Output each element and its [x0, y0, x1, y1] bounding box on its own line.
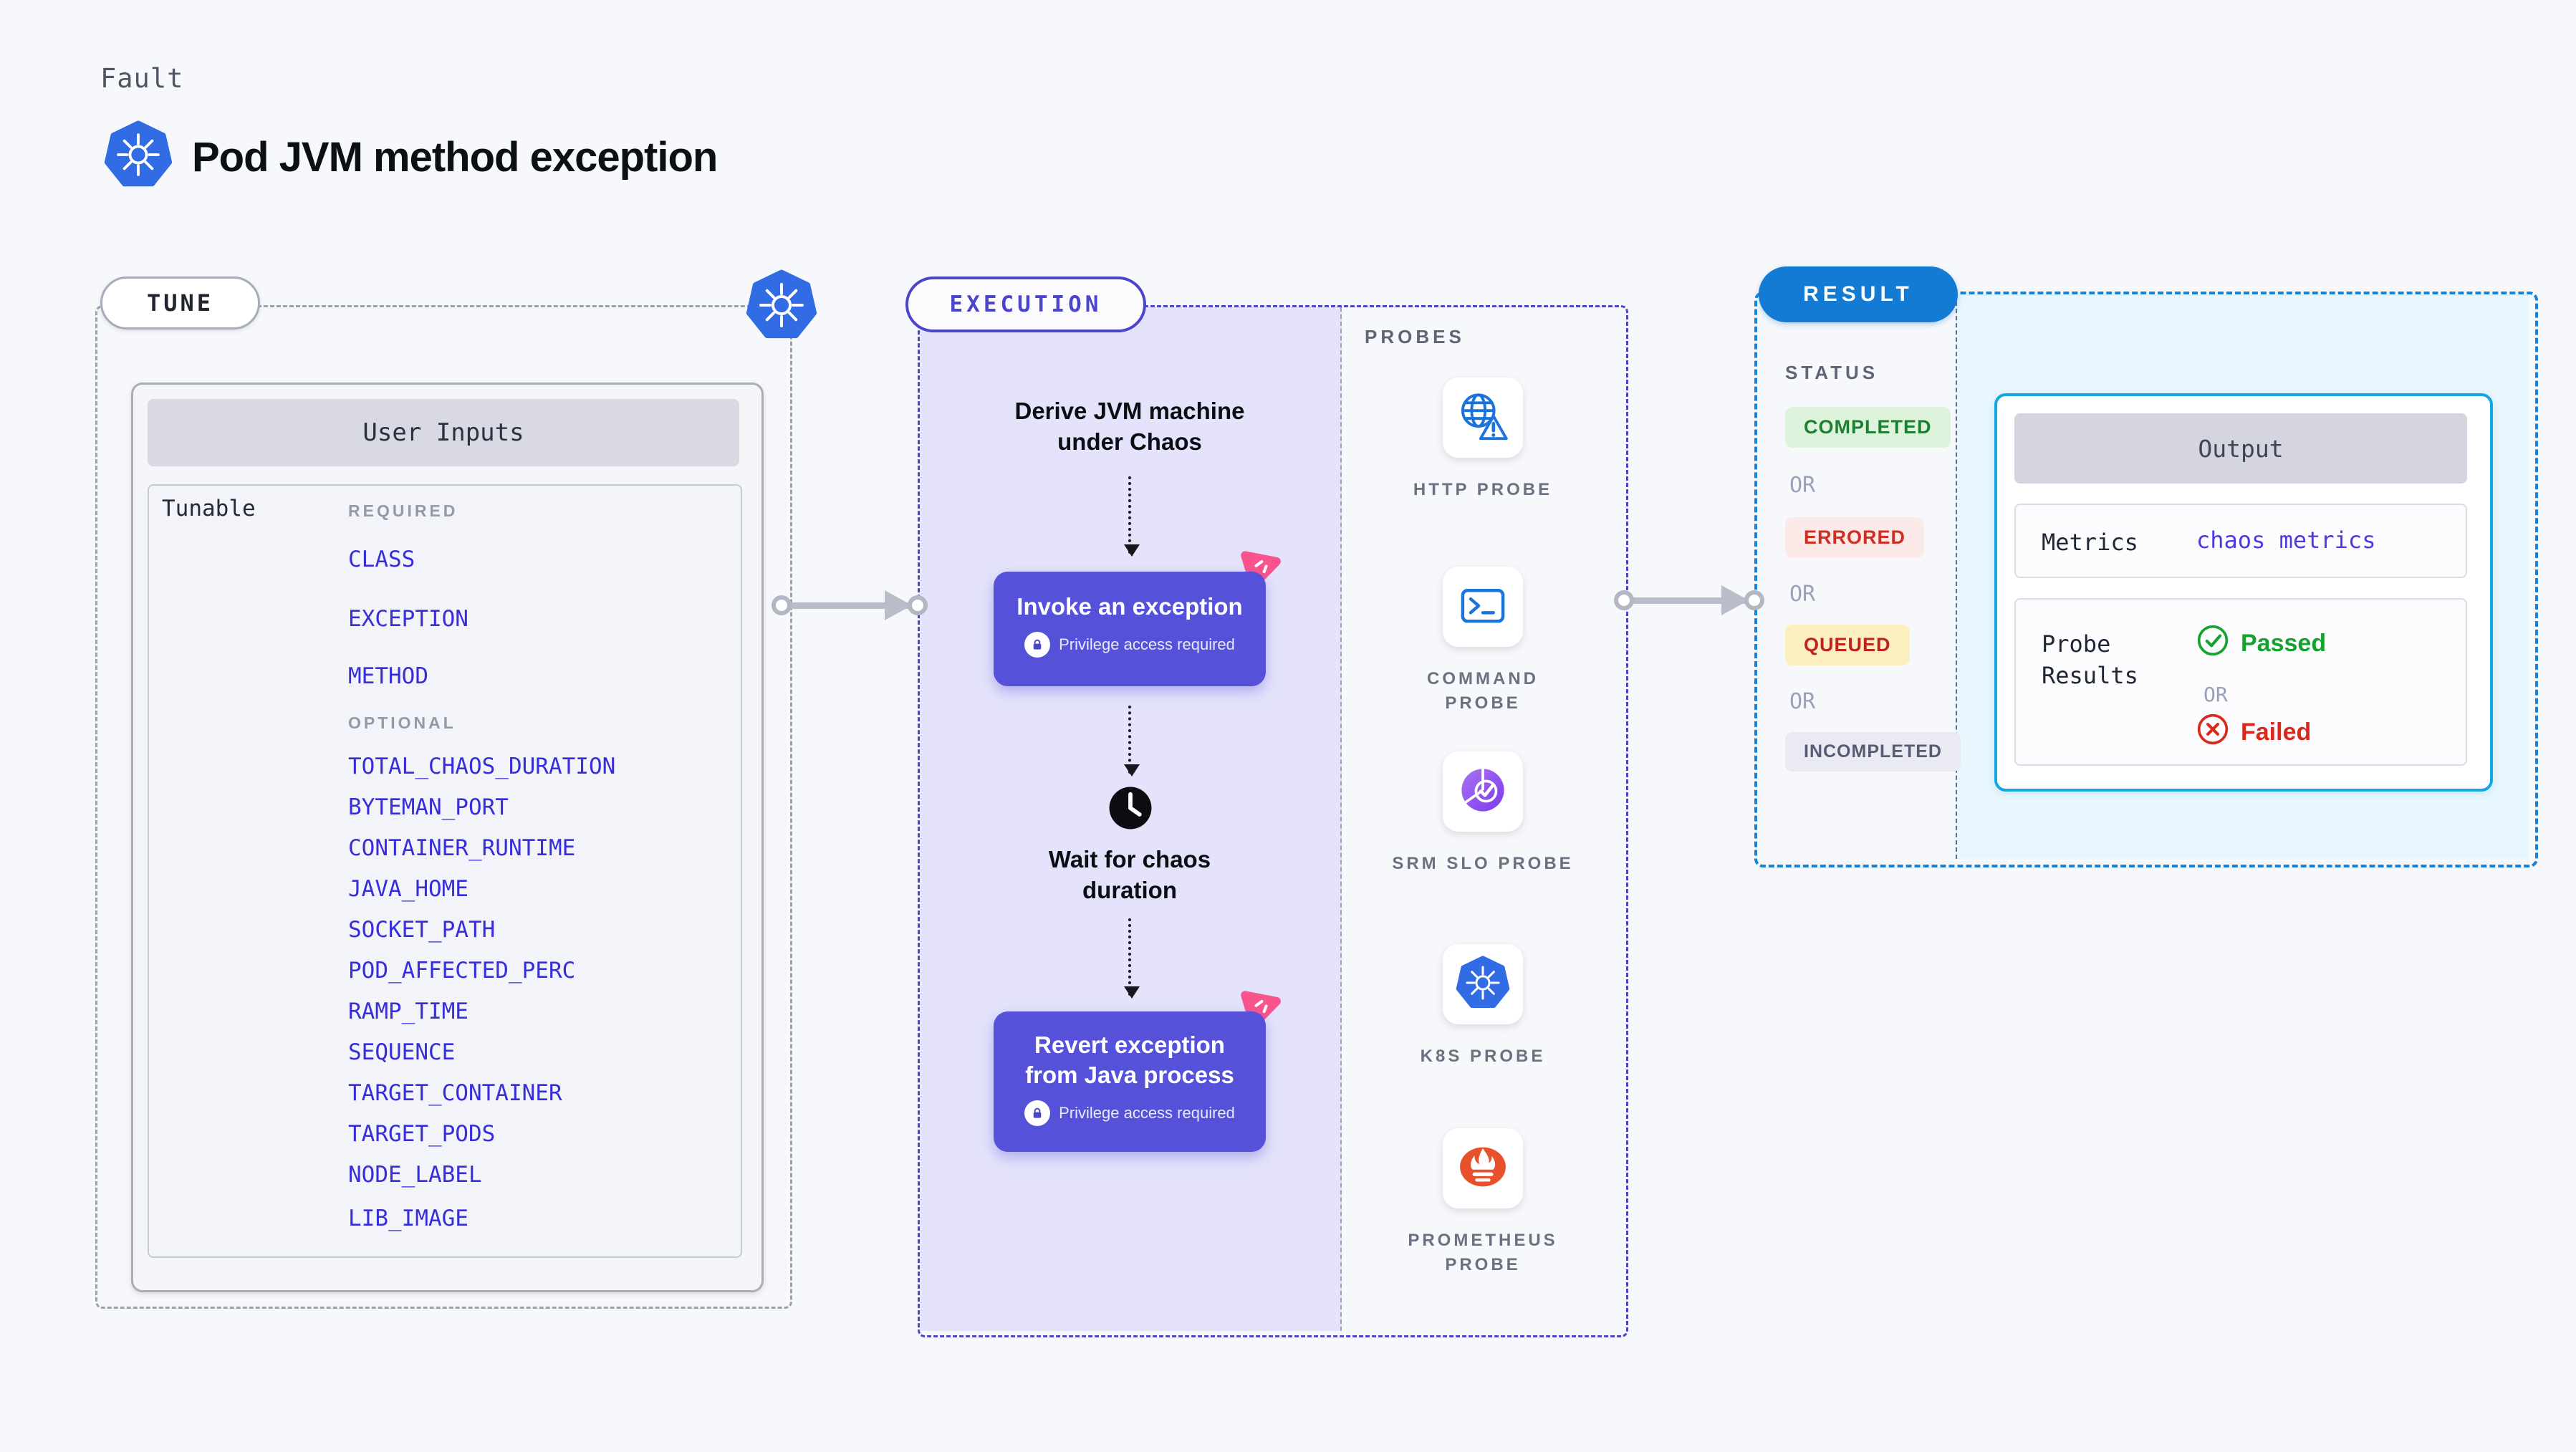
prometheus-probe-card — [1443, 1128, 1523, 1208]
failed-label: Failed — [2241, 718, 2312, 746]
revert-exception-label: Revert exception from Java process — [1025, 1032, 1234, 1088]
kubernetes-icon — [104, 120, 173, 189]
kubernetes-icon — [1456, 955, 1510, 1014]
probe-label: SRM SLO PROBE — [1392, 854, 1574, 873]
status-label: STATUS — [1785, 362, 1879, 383]
slo-gauge-icon — [1456, 764, 1509, 820]
tunable-item: SOCKET_PATH — [348, 917, 496, 943]
fault-kicker: Fault — [100, 63, 184, 94]
privilege-badge: Privilege access required — [1059, 635, 1235, 653]
execution-section — [918, 305, 1628, 1337]
result-pill: RESULT — [1759, 266, 1958, 322]
invoke-exception-button[interactable]: Invoke an exception Privilege access req… — [994, 572, 1266, 686]
step-wait-label: Wait for chaos duration — [1048, 846, 1211, 903]
command-probe-card — [1443, 567, 1523, 647]
tunable-item: BYTEMAN_PORT — [348, 794, 509, 820]
probe-results-row: Probe Results Passed OR Failed — [2014, 598, 2467, 766]
passed-label: Passed — [2241, 630, 2327, 657]
probe-label: K8S PROBE — [1420, 1047, 1546, 1066]
probe-results-label: Probe Results — [2042, 630, 2138, 689]
lock-icon — [1024, 632, 1051, 658]
probe-label: HTTP PROBE — [1413, 480, 1553, 499]
tunable-item: TOTAL_CHAOS_DURATION — [348, 754, 616, 779]
tunable-item: TARGET_PODS — [348, 1121, 496, 1147]
tunable-row-label: Tunable — [162, 496, 256, 521]
tune-pill: TUNE — [100, 277, 260, 330]
tunable-item: SEQUENCE — [348, 1039, 456, 1065]
kubernetes-icon — [746, 269, 817, 341]
check-circle-icon — [2196, 624, 2229, 663]
or-separator: OR — [1789, 582, 1816, 607]
probe-passed: Passed — [2196, 624, 2326, 663]
status-badge-completed: COMPLETED — [1785, 407, 1951, 448]
metrics-value: chaos metrics — [2196, 527, 2376, 554]
page-title: Pod JVM method exception — [192, 134, 718, 181]
status-badge-queued: QUEUED — [1785, 625, 1910, 665]
tunable-item: NODE_LABEL — [348, 1162, 482, 1188]
tunable-item: TARGET_CONTAINER — [348, 1080, 562, 1106]
k8s-probe-card — [1443, 944, 1523, 1024]
tunable-item: JAVA_HOME — [348, 876, 468, 902]
tunables-list — [148, 484, 742, 1258]
srm-slo-probe-card — [1443, 751, 1523, 832]
required-group-label: REQUIRED — [348, 501, 458, 520]
tunable-item: RAMP_TIME — [348, 999, 468, 1024]
result-section — [1754, 292, 2538, 867]
prometheus-icon — [1456, 1140, 1510, 1198]
or-separator: OR — [2203, 683, 2228, 706]
privilege-badge: Privilege access required — [1059, 1104, 1235, 1122]
tunable-item: EXCEPTION — [348, 606, 468, 632]
tunable-item: LIB_IMAGE — [348, 1206, 468, 1231]
probe-label: PROMETHEUS PROBE — [1408, 1231, 1558, 1274]
metrics-row: Metrics chaos metrics — [2014, 504, 2467, 578]
down-arrow-icon — [1124, 476, 1140, 557]
down-arrow-icon — [1124, 918, 1140, 999]
globe-alert-icon — [1455, 388, 1511, 448]
output-title: Output — [2014, 413, 2467, 484]
probe-label: COMMAND PROBE — [1427, 669, 1539, 713]
invoke-exception-label: Invoke an exception — [1017, 593, 1243, 620]
http-probe-card — [1443, 378, 1523, 458]
x-circle-icon — [2196, 713, 2229, 752]
tunable-item: POD_AFFECTED_PERC — [348, 958, 576, 984]
tunable-item: CONTAINER_RUNTIME — [348, 835, 576, 861]
execution-pill: EXECUTION — [905, 277, 1146, 332]
tunable-item: CLASS — [348, 547, 415, 572]
down-arrow-icon — [1124, 706, 1140, 777]
user-inputs-title: User Inputs — [148, 399, 739, 466]
status-badge-incompleted: INCOMPLETED — [1785, 732, 1961, 771]
revert-exception-button[interactable]: Revert exception from Java process Privi… — [994, 1011, 1266, 1152]
step-derive-label: Derive JVM machine under Chaos — [1014, 398, 1245, 455]
terminal-icon — [1456, 579, 1509, 635]
tunable-item: METHOD — [348, 663, 428, 689]
or-separator: OR — [1789, 689, 1816, 714]
or-separator: OR — [1789, 473, 1816, 498]
probes-label: PROBES — [1365, 326, 1465, 347]
status-badge-errored: ERRORED — [1785, 517, 1925, 558]
metrics-label: Metrics — [2042, 529, 2138, 556]
probe-failed: Failed — [2196, 713, 2311, 752]
lock-icon — [1024, 1100, 1051, 1126]
optional-group-label: OPTIONAL — [348, 713, 456, 732]
tune-section — [95, 305, 792, 1309]
clock-icon — [1107, 785, 1153, 831]
